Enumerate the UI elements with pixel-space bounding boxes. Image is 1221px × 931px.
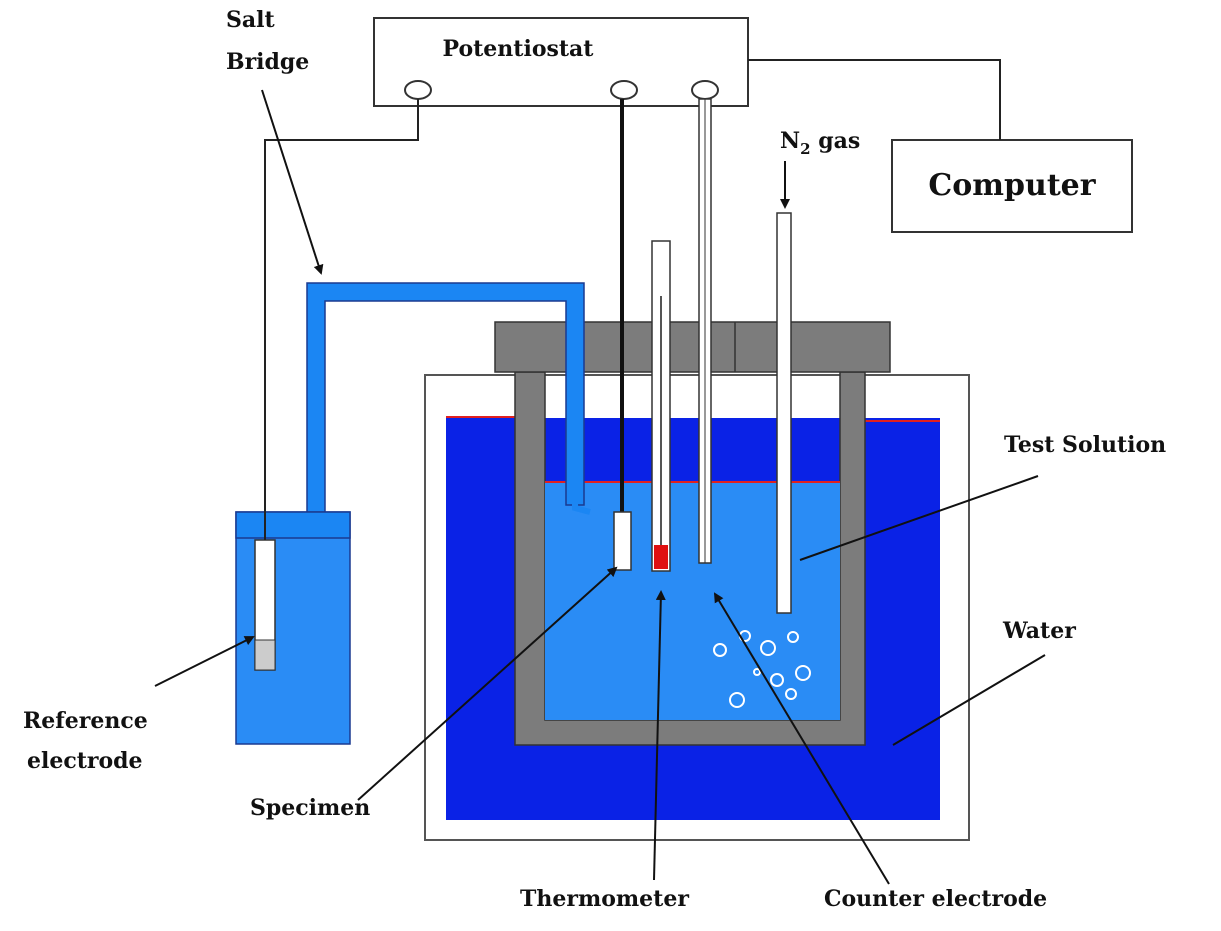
potentiostat-box (373, 17, 749, 107)
reference-electrode-wire (264, 99, 419, 540)
thermometer-label: Thermometer (520, 886, 689, 912)
reference-vessel (235, 511, 351, 745)
computer-box (891, 139, 1133, 233)
arrow-icon (154, 89, 1046, 885)
reference-vessel-cap (235, 511, 351, 539)
test-solution-label: Test Solution (1004, 432, 1166, 458)
n2-gas-label: N2 gas (780, 128, 860, 158)
test-solution (545, 482, 840, 720)
reference-electrode-label-line1: Reference (23, 708, 148, 734)
specimen (613, 511, 632, 571)
salt-bridge-tube (307, 283, 584, 515)
potentiostat-label: Potentiostat (443, 36, 595, 62)
potentiostat-computer-cable (748, 59, 1001, 140)
cell-lid (494, 321, 891, 373)
salt-bridge-label-line1: Salt (226, 7, 276, 33)
specimen-label: Specimen (250, 795, 370, 821)
luggin-capillary-tip (572, 480, 591, 515)
reference-electrode-label-line2: electrode (27, 748, 143, 774)
counter-electrode-label: Counter electrode (824, 886, 1047, 912)
reference-electrode-tip (254, 639, 276, 671)
thermometer-bulb (654, 545, 668, 569)
water-label: Water (1002, 618, 1076, 644)
salt-bridge-label-line2: Bridge (226, 49, 309, 75)
n2-gas-tube (776, 212, 792, 614)
terminal-connector-icon (404, 80, 719, 100)
computer-label: Computer (928, 168, 1096, 203)
